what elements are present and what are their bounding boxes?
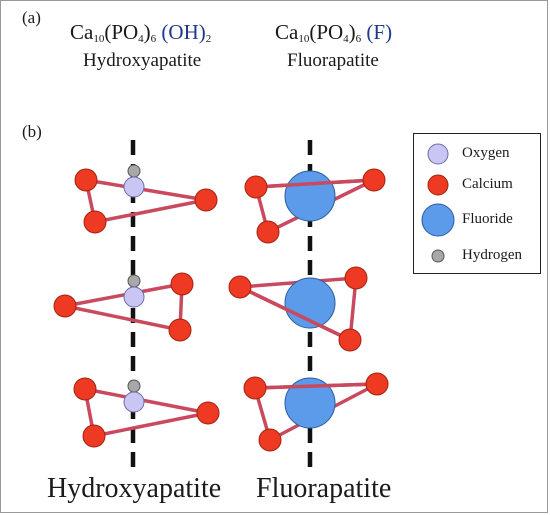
- fluorapatite-name: Fluorapatite: [287, 50, 379, 71]
- hydroxyapatite-row-3: [73, 377, 220, 448]
- calcium-atom: [244, 175, 268, 199]
- fluorapatite-row-1: [244, 168, 386, 244]
- calcium-atom: [365, 372, 389, 396]
- oxygen-atom: [123, 391, 145, 413]
- calcium-atom: [194, 188, 218, 212]
- calcium-atom: [338, 328, 362, 352]
- legend-calcium-label: Calcium: [462, 176, 513, 192]
- legend-fluoride-label: Fluoride: [462, 211, 513, 227]
- calcium-atom: [196, 401, 220, 425]
- hydroxyapatite-bottom-label: Hydroxyapatite: [47, 473, 222, 504]
- panel-a-label: (a): [22, 8, 41, 27]
- fluorapatite-row-2: [228, 266, 368, 352]
- calcium-atom: [170, 272, 194, 296]
- legend-hydrogen-label: Hydrogen: [462, 247, 522, 263]
- oxygen-atom: [123, 176, 145, 198]
- calcium-atom: [228, 275, 252, 299]
- calcium-atom: [243, 376, 267, 400]
- fluoride-ion: [284, 170, 336, 222]
- fluorapatite-bottom-label: Fluorapatite: [256, 473, 392, 504]
- calcium-atom: [73, 377, 97, 401]
- calcium-atom: [53, 294, 77, 318]
- hydroxyapatite-name: Hydroxyapatite: [83, 50, 202, 71]
- calcium-atom: [362, 168, 386, 192]
- calcium-atom: [74, 168, 98, 192]
- fluorapatite-row-3: [243, 372, 389, 452]
- calcium-atom: [258, 428, 282, 452]
- oxygen-atom: [123, 286, 145, 308]
- calcium-atom: [344, 266, 368, 290]
- calcium-atom: [168, 318, 192, 342]
- panel-b-label: (b): [22, 122, 42, 141]
- hydrogen-atom: [127, 274, 141, 288]
- fluoride-ion: [284, 377, 336, 429]
- hydroxyapatite-row-2: [53, 272, 194, 342]
- calcium-atom: [256, 220, 280, 244]
- fluorapatite-formula: Ca10(PO4)6 (F): [275, 20, 393, 45]
- hydrogen-atom: [127, 164, 141, 178]
- hydroxyapatite-row-1: [74, 164, 218, 234]
- calcium-atom: [83, 210, 107, 234]
- hydrogen-atom: [127, 379, 141, 393]
- calcium-atom: [82, 424, 106, 448]
- legend-oxygen-label: Oxygen: [462, 145, 510, 161]
- hydroxyapatite-formula: Ca10(PO4)6 (OH)2: [70, 20, 212, 45]
